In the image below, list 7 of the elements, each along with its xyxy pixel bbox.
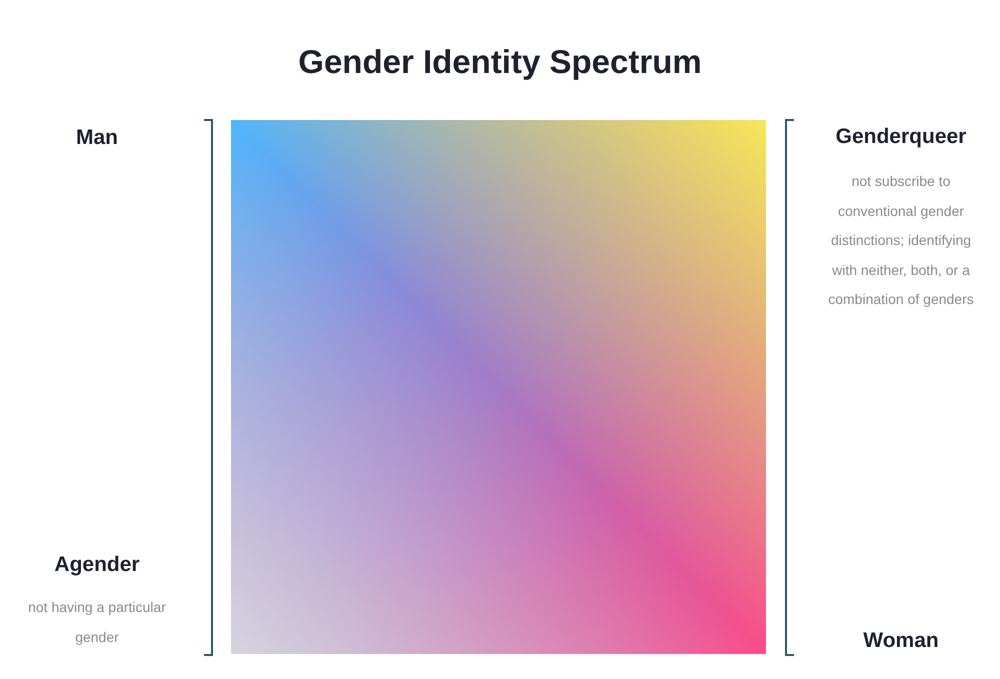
- identity-label: Man: [75, 125, 119, 151]
- description-text: not subscribe to conventional gender distinctions; identifying with neither, both, or a combination of genders: [827, 172, 975, 309]
- identity-label: Agender: [53, 552, 141, 578]
- description-text: not having a particular gender: [27, 598, 167, 647]
- diagram-title: Gender Identity Spectrum: [297, 42, 703, 82]
- identity-label: Genderqueer: [834, 124, 968, 150]
- identity-label: Woman: [862, 628, 940, 654]
